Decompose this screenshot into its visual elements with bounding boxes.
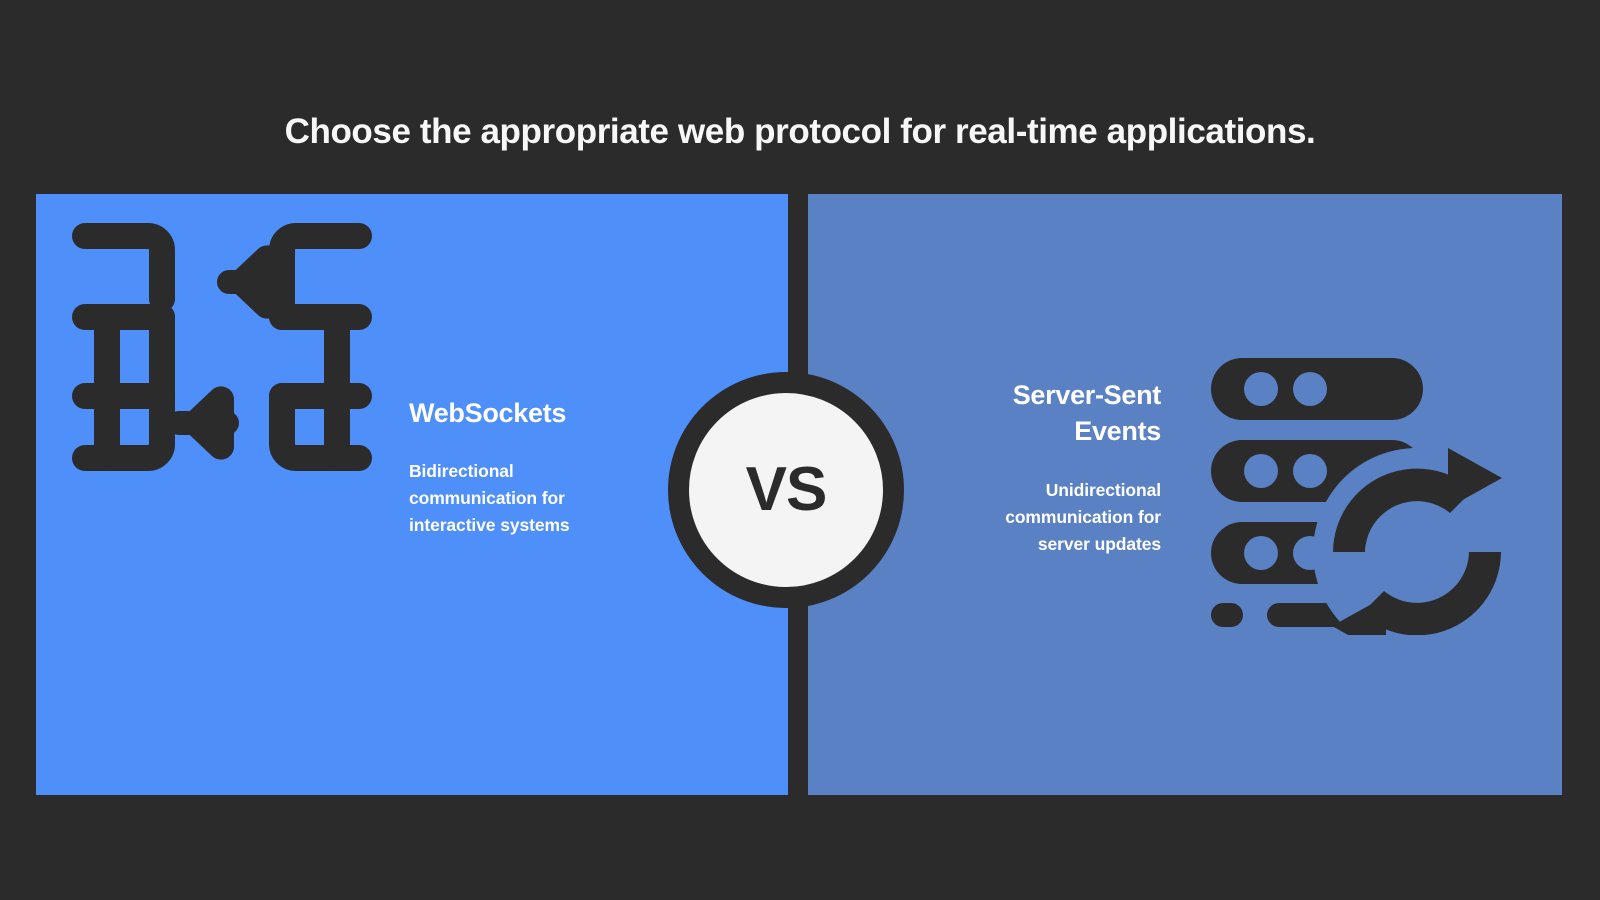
sse-text-block: Server-Sent Events Unidirectional commun…: [958, 377, 1161, 558]
websockets-description: Bidirectional communication for interact…: [409, 461, 570, 535]
server-stack-sync-icon: [1205, 340, 1505, 635]
websockets-text-block: WebSockets Bidirectional communication f…: [409, 395, 615, 539]
comparison-panel-server-sent-events: Server-Sent Events Unidirectional commun…: [808, 194, 1562, 795]
page-title: Choose the appropriate web protocol for …: [284, 112, 1316, 152]
vs-badge: VS: [668, 372, 904, 608]
vs-label: VS: [745, 455, 828, 524]
sse-heading: Server-Sent Events: [1012, 380, 1162, 446]
bidirectional-servers-icon: [72, 219, 372, 474]
comparison-panel-websockets: WebSockets Bidirectional communication f…: [36, 194, 788, 795]
websockets-heading: WebSockets: [409, 398, 567, 428]
sse-description: Unidirectional communication for server …: [1005, 480, 1161, 554]
